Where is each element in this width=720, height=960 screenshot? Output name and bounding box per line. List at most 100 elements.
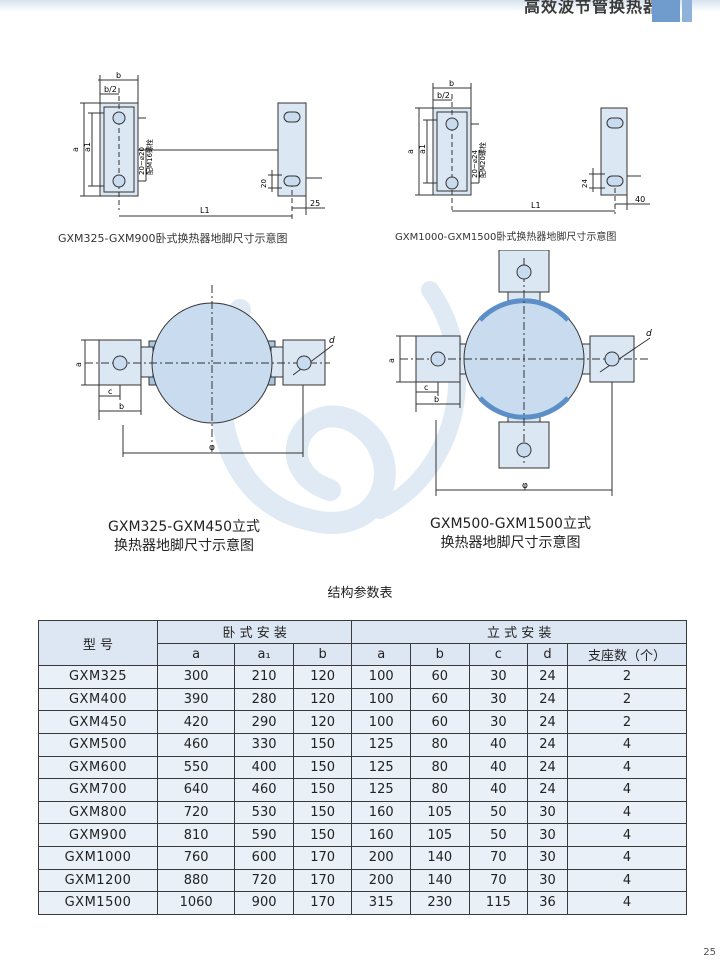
header-band xyxy=(0,0,720,12)
table-cell: 120 xyxy=(292,687,353,712)
header-group-vertical: 立 式 安 装 xyxy=(351,620,687,644)
table-cell: 30 xyxy=(527,845,568,870)
table-cell: 4 xyxy=(567,868,687,893)
parameter-table: 型 号 卧 式 安 装 立 式 安 装 a a₁ b a b c d 支座数（个… xyxy=(38,619,687,915)
fig1-label-a1: a1 xyxy=(83,142,92,152)
header-v-d: d xyxy=(527,642,568,667)
table-cell: 530 xyxy=(234,800,294,825)
fig2-label-b2: b/2 xyxy=(437,91,450,100)
table-cell: 590 xyxy=(234,823,294,847)
table-cell: 150 xyxy=(292,778,353,802)
table-cell-model: GXM1500 xyxy=(38,891,158,915)
fig3-label-a: a xyxy=(75,362,83,367)
header-accent-block xyxy=(652,0,680,22)
fig2-label-24: 24 xyxy=(581,179,589,188)
table-cell: 4 xyxy=(567,823,687,847)
table-cell: 1060 xyxy=(156,891,236,915)
figure3-caption: GXM325-GXM450立式 换热器地脚尺寸示意图 xyxy=(108,518,260,556)
table-cell: 720 xyxy=(234,868,294,893)
table-cell: 40 xyxy=(468,732,529,757)
table-cell: 30 xyxy=(527,823,568,847)
table-cell: 36 xyxy=(527,891,568,915)
table-cell: 30 xyxy=(468,687,529,712)
table-cell: 30 xyxy=(468,710,529,734)
figure4-caption-line1: GXM500-GXM1500立式 xyxy=(430,516,591,532)
header-accent-block-small xyxy=(682,0,692,22)
table-cell: 125 xyxy=(351,778,411,802)
figure2-caption: GXM1000-GXM1500卧式换热器地脚尺寸示意图 xyxy=(395,232,617,243)
table-cell: 460 xyxy=(156,732,236,757)
table-cell: 4 xyxy=(567,778,687,802)
fig4-label-b: b xyxy=(434,395,439,404)
fig3-label-d: d xyxy=(329,336,335,346)
table-cell: 760 xyxy=(156,845,236,870)
header-v-c: c xyxy=(468,642,529,667)
table-cell: 880 xyxy=(156,868,236,893)
table-cell: 24 xyxy=(527,710,568,734)
table-cell: 115 xyxy=(468,891,529,915)
table-cell: 100 xyxy=(351,687,411,712)
table-title: 结构参数表 xyxy=(327,586,393,601)
table-cell-model: GXM325 xyxy=(38,665,158,689)
table-cell-model: GXM1000 xyxy=(38,845,158,870)
table-cell-model: GXM400 xyxy=(38,687,158,712)
table-cell: 70 xyxy=(468,845,529,870)
table-cell: 170 xyxy=(292,868,353,893)
header-title: 高效波节管换热器 xyxy=(523,0,660,16)
table-cell: 105 xyxy=(410,823,470,847)
table-cell: 160 xyxy=(351,800,411,825)
header-h-a: a xyxy=(156,642,236,667)
figure4-caption: GXM500-GXM1500立式 换热器地脚尺寸示意图 xyxy=(430,515,591,553)
table-cell: 125 xyxy=(351,755,411,780)
table-cell-model: GXM900 xyxy=(38,823,158,847)
table-cell: 290 xyxy=(234,710,294,734)
header-v-a: a xyxy=(351,642,411,667)
table-cell: 400 xyxy=(234,755,294,780)
table-subheader-row: a a₁ b a b c d 支座数（个） xyxy=(39,642,687,667)
table-cell: 140 xyxy=(410,845,470,870)
table-cell: 460 xyxy=(234,778,294,802)
table-cell: 70 xyxy=(468,868,529,893)
fig4-label-d: d xyxy=(646,329,652,339)
fig2-label-slot: 20~⌀24 xyxy=(471,150,479,178)
fig2-label-a: a xyxy=(406,149,415,154)
fig3-label-c: c xyxy=(108,387,112,396)
table-cell: 230 xyxy=(410,891,470,915)
table-cell: 4 xyxy=(567,891,687,915)
fig2-label-L1: L1 xyxy=(531,201,541,210)
table-cell: 390 xyxy=(156,687,236,712)
fig1-label-slot: 20~⌀20 xyxy=(138,147,146,175)
table-cell: 420 xyxy=(156,710,236,734)
figure2-diagram: b b/2 a a1 20~⌀24 配M20螺栓 24 L1 40 xyxy=(406,80,650,214)
figure3-diagram: a c b φ d xyxy=(75,285,335,457)
table-cell: 170 xyxy=(292,891,353,915)
fig1-label-20: 20 xyxy=(260,179,268,188)
fig3-label-b: b xyxy=(119,402,124,411)
table-cell: 125 xyxy=(351,732,411,757)
table-cell: 80 xyxy=(410,755,470,780)
table-cell: 30 xyxy=(468,665,529,689)
fig4-label-c: c xyxy=(424,383,428,392)
table-cell: 640 xyxy=(156,778,236,802)
table-cell: 30 xyxy=(527,868,568,893)
fig2-label-b: b xyxy=(449,80,454,88)
fig1-label-b: b xyxy=(116,71,121,80)
header-h-b: b xyxy=(292,642,353,667)
table-cell: 60 xyxy=(410,665,470,689)
table-cell: 170 xyxy=(292,845,353,870)
table-cell: 24 xyxy=(527,687,568,712)
table-cell: 810 xyxy=(156,823,236,847)
header-group-horizontal: 卧 式 安 装 xyxy=(156,620,353,644)
fig2-label-a1: a1 xyxy=(418,144,427,154)
table-cell-model: GXM1200 xyxy=(38,868,158,893)
table-cell: 80 xyxy=(410,732,470,757)
table-cell: 60 xyxy=(410,687,470,712)
table-cell: 720 xyxy=(156,800,236,825)
table-cell: 105 xyxy=(410,800,470,825)
